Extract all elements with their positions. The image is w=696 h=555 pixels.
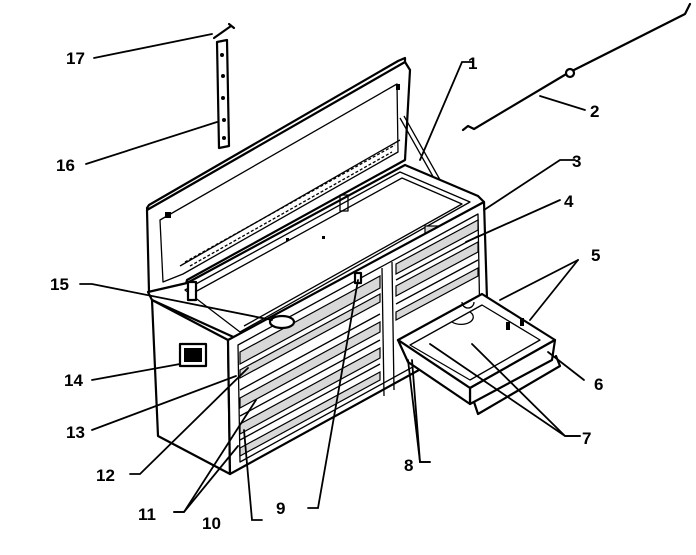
part-2-lid-support-rod bbox=[461, 2, 692, 132]
pulled-out-drawer bbox=[396, 292, 562, 416]
callout-13: 13 bbox=[66, 423, 85, 442]
callout-17: 17 bbox=[66, 49, 85, 68]
part-16-hinge-strip bbox=[215, 38, 231, 150]
leader-lines bbox=[79, 33, 586, 521]
callout-12: 12 bbox=[96, 466, 115, 485]
part-17-rod bbox=[212, 22, 236, 40]
callout-1: 1 bbox=[468, 54, 478, 73]
callout-7: 7 bbox=[582, 429, 592, 448]
callout-4: 4 bbox=[564, 192, 574, 211]
callout-6: 6 bbox=[594, 375, 604, 394]
callout-3: 3 bbox=[572, 152, 582, 171]
callout-14: 14 bbox=[64, 371, 83, 390]
callout-5: 5 bbox=[591, 246, 601, 265]
callout-2: 2 bbox=[590, 102, 600, 121]
callout-8: 8 bbox=[404, 456, 414, 475]
callout-11: 11 bbox=[138, 505, 156, 524]
callout-10: 10 bbox=[202, 514, 221, 533]
callout-16: 16 bbox=[56, 156, 75, 175]
callout-9: 9 bbox=[276, 499, 286, 518]
callout-15: 15 bbox=[50, 275, 69, 294]
